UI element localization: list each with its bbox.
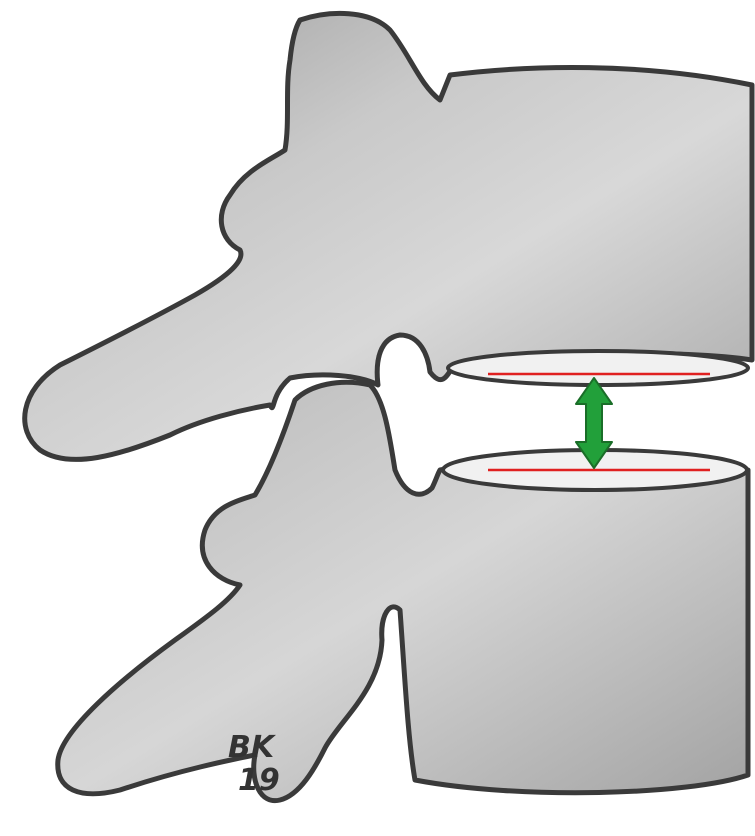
signature-line-1: BK bbox=[228, 730, 277, 765]
lower-vertebra-outline bbox=[58, 382, 748, 800]
upper-endplate bbox=[448, 351, 748, 385]
upper-vertebra-outline bbox=[25, 13, 752, 459]
lower-vertebra bbox=[58, 382, 748, 800]
upper-vertebra bbox=[25, 13, 752, 459]
artist-signature: BK 19 bbox=[228, 730, 280, 798]
signature-line-2: 19 bbox=[238, 763, 280, 798]
